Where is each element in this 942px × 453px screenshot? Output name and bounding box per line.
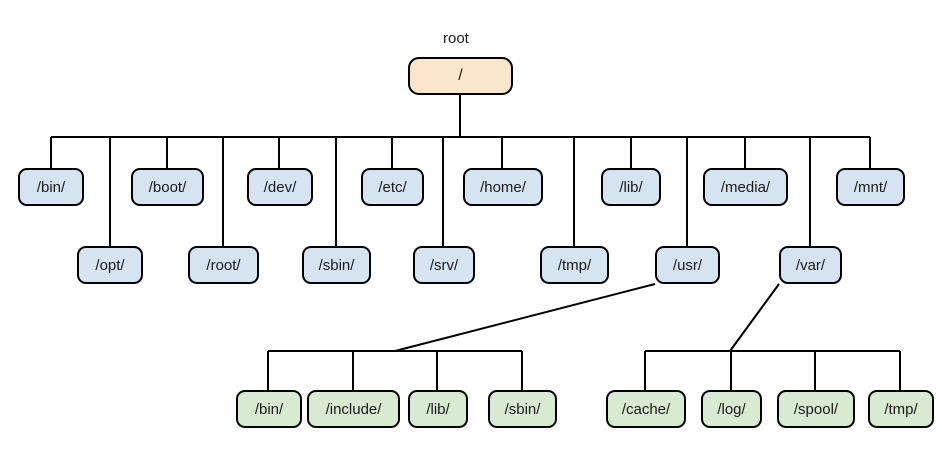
- node-label: /lib/: [426, 400, 450, 418]
- node-label: /mnt/: [853, 178, 888, 196]
- node-etc[interactable]: /etc/: [361, 168, 424, 206]
- node-label: /dev/: [263, 178, 297, 196]
- node-var-spool[interactable]: /spool/: [777, 390, 855, 428]
- node-label: /var/: [795, 256, 826, 274]
- node-sbin[interactable]: /sbin/: [302, 246, 371, 284]
- root-caption: root: [443, 30, 469, 47]
- node-var-log[interactable]: /log/: [701, 390, 762, 428]
- node-label: /srv/: [429, 256, 459, 274]
- node-home[interactable]: /home/: [463, 168, 543, 206]
- node-usr[interactable]: /usr/: [655, 246, 720, 284]
- node-label: /home/: [480, 178, 526, 196]
- node-usr-bin[interactable]: /bin/: [236, 390, 302, 428]
- node-label: /usr/: [672, 256, 703, 274]
- node-label: /opt/: [95, 256, 125, 274]
- node-opt[interactable]: /opt/: [77, 246, 143, 284]
- node-label: /sbin/: [504, 400, 541, 418]
- node-label: /bin/: [254, 400, 284, 418]
- node-label: /include/: [325, 400, 382, 418]
- node-bin[interactable]: /bin/: [18, 168, 84, 206]
- node-tmp[interactable]: /tmp/: [540, 246, 609, 284]
- node-lib[interactable]: /lib/: [601, 168, 661, 206]
- node-label: /lib/: [619, 178, 643, 196]
- node-mnt[interactable]: /mnt/: [836, 168, 905, 206]
- node-var-tmp[interactable]: /tmp/: [868, 390, 934, 428]
- node-dev[interactable]: /dev/: [247, 168, 313, 206]
- node-root[interactable]: /: [408, 57, 513, 95]
- node-label: /etc/: [378, 178, 407, 196]
- node-media[interactable]: /media/: [703, 168, 788, 206]
- node-usr-sbin[interactable]: /sbin/: [488, 390, 557, 428]
- node-label: /boot/: [148, 178, 187, 196]
- node-boot[interactable]: /boot/: [131, 168, 204, 206]
- node-label: /log/: [717, 400, 746, 418]
- edge-var-to-children: [729, 283, 780, 352]
- node-srv[interactable]: /srv/: [413, 246, 475, 284]
- node-label: /sbin/: [318, 256, 355, 274]
- node-label: /tmp/: [884, 400, 918, 418]
- node-usr-include[interactable]: /include/: [307, 390, 400, 428]
- node-label: /bin/: [36, 178, 66, 196]
- node-label: /tmp/: [557, 256, 592, 274]
- node-label: /spool/: [793, 400, 839, 418]
- node-label: /cache/: [621, 400, 671, 418]
- edge-usr-to-children: [394, 283, 656, 352]
- node-var-cache[interactable]: /cache/: [606, 390, 686, 428]
- node-label: /root/: [206, 256, 241, 274]
- node-var[interactable]: /var/: [779, 246, 842, 284]
- node-root[interactable]: /root/: [188, 246, 259, 284]
- node-label: /media/: [720, 178, 771, 196]
- node-usr-lib[interactable]: /lib/: [408, 390, 468, 428]
